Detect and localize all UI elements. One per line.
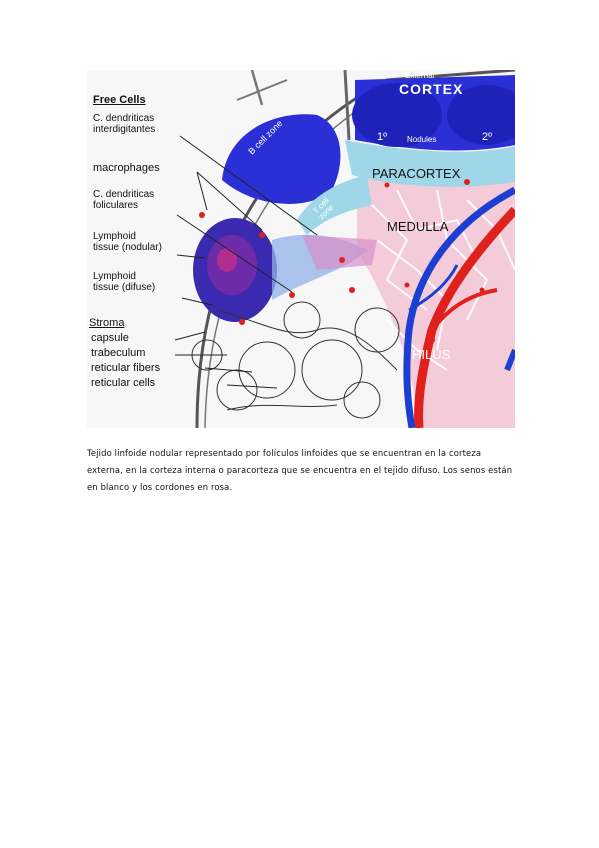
- label-cortex: CORTEX: [399, 81, 464, 97]
- lymph-node-figure: Free Cells C. dendriticas interdigitante…: [87, 70, 515, 428]
- label-macrophages: macrophages: [93, 162, 160, 174]
- label-medulla: MEDULLA: [387, 219, 449, 234]
- label-capsule: capsule: [91, 332, 129, 344]
- lymph-node-illustration: [174, 70, 515, 428]
- label-c-dendriticas-interdigitantes: C. dendriticas interdigitantes: [93, 113, 156, 135]
- label-paracortex: PARACORTEX: [372, 166, 461, 181]
- free-cells-heading: Free Cells: [93, 94, 146, 106]
- vein: [403, 186, 515, 428]
- label-lymphoid-nodular: Lymphoid tissue (nodular): [93, 231, 162, 253]
- label-reticular-fibers: reticular fibers: [91, 362, 161, 374]
- label-trabeculum: trabeculum: [91, 347, 146, 359]
- caption-text: Tejido linfoide nodular representado por…: [87, 448, 513, 492]
- paracortex-band: [345, 140, 515, 187]
- label-lymphoid-difuse: Lymphoid tissue (difuse): [93, 271, 156, 293]
- figure-caption: Tejido linfoide nodular representado por…: [87, 445, 515, 496]
- stroma-heading: Stroma: [89, 317, 125, 329]
- label-external: External: [405, 71, 435, 80]
- label-nodule-1: 1º: [377, 131, 388, 143]
- label-c-dendriticas-foliculares: C. dendriticas foliculares: [93, 189, 155, 211]
- label-nodules: Nodules: [407, 135, 437, 144]
- label-nodule-2: 2º: [482, 131, 493, 143]
- b-cell-zone: [222, 114, 341, 204]
- t-cell-zone: [297, 175, 372, 235]
- label-reticular-cells: reticular cells: [91, 377, 156, 389]
- label-hilus: HILUS: [412, 347, 451, 362]
